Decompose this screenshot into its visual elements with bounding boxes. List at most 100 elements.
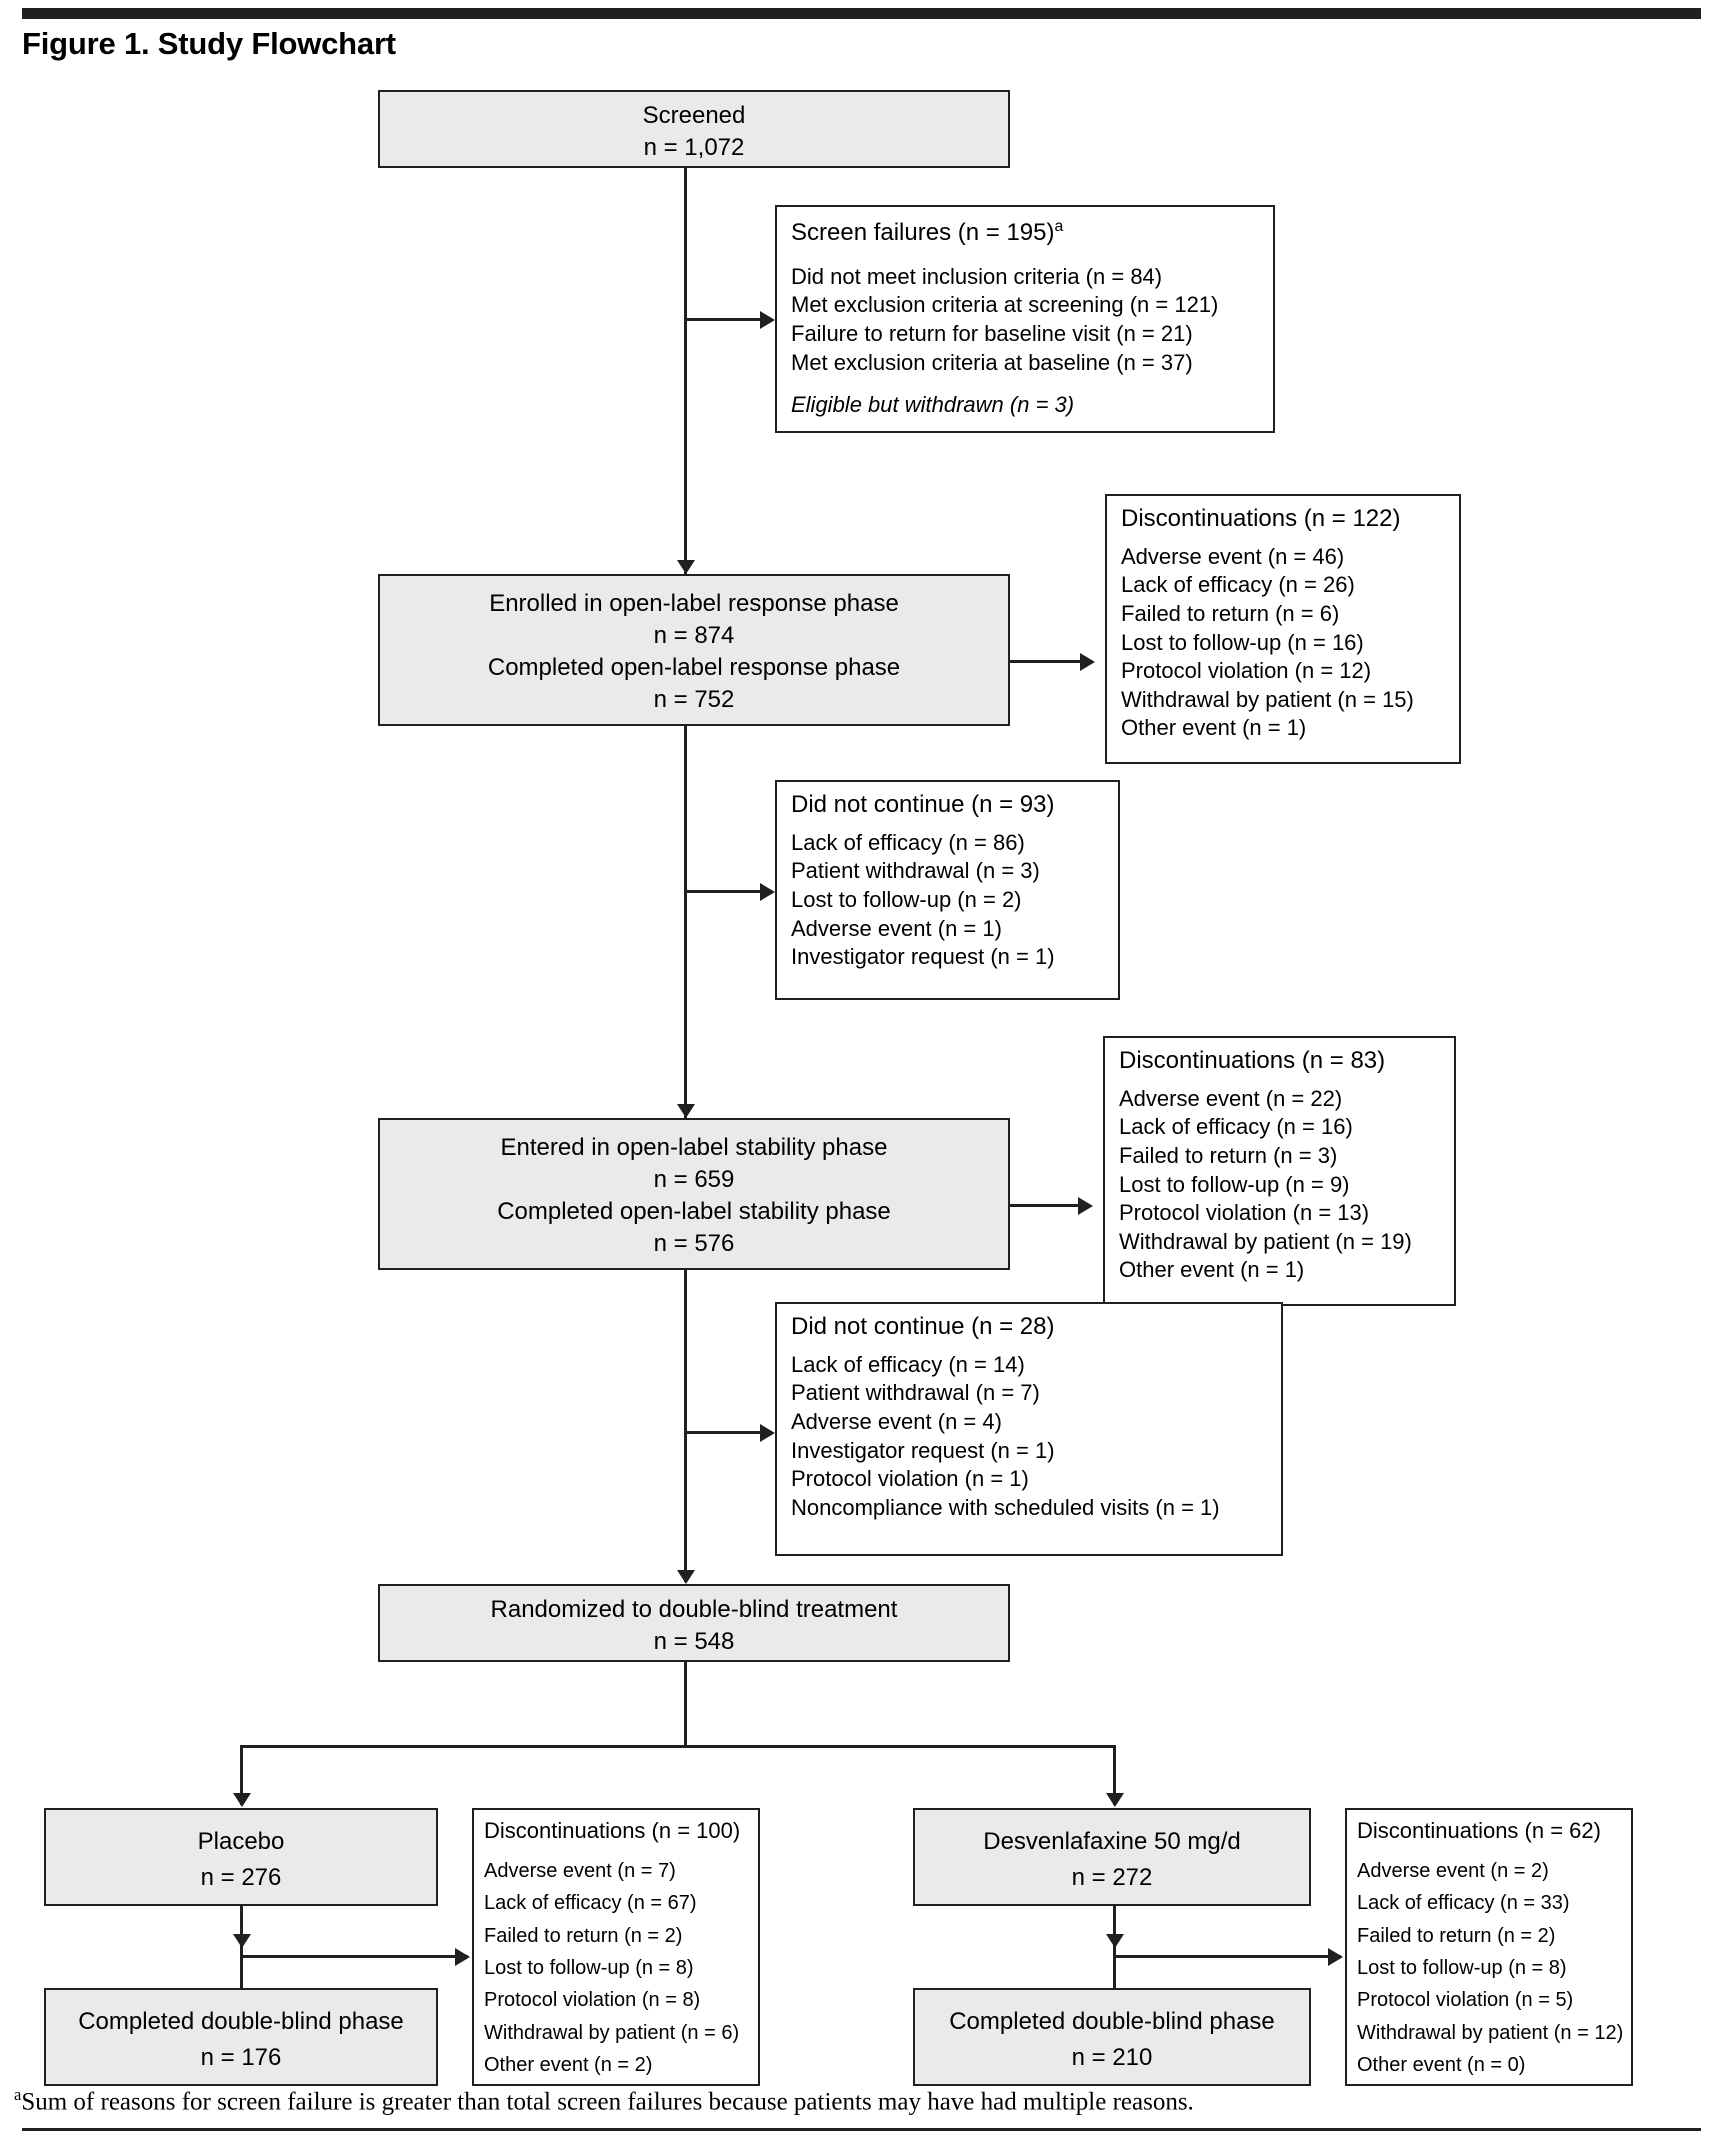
bottom-rule	[22, 2128, 1701, 2131]
list-item: Lack of efficacy (n = 26)	[1121, 572, 1355, 598]
arrow-into-stability	[677, 1104, 695, 1118]
list-item: Protocol violation (n = 1)	[791, 1466, 1029, 1492]
list-item: Did not meet inclusion criteria (n = 84)	[791, 263, 1163, 289]
enrolled-response-line3: Completed open-label response phase	[487, 654, 901, 682]
list-item: Failed to return (n = 3)	[1119, 1142, 1338, 1168]
list-item: Patient withdrawal (n = 3)	[791, 858, 1040, 884]
enrolled-response-line2: n = 874	[653, 622, 735, 650]
desvenlafaxine-disc-title: Discontinuations (n = 62)	[1357, 1818, 1601, 1843]
entered-stability-line4: n = 576	[653, 1230, 735, 1258]
node-disc-stability: Discontinuations (n = 83) Adverse event …	[1103, 1036, 1456, 1306]
arrow-into-desvenlafaxine-disc	[1328, 1948, 1343, 1966]
list-item: Failed to return (n = 2)	[1357, 1924, 1556, 1947]
screened-label: Screened	[642, 102, 746, 129]
list-item: Other event (n = 1)	[1119, 1257, 1305, 1283]
placebo-line2: n = 276	[200, 1864, 282, 1891]
randomized-line1: Randomized to double-blind treatment	[490, 1596, 898, 1623]
footnote-marker: a	[14, 2085, 22, 2104]
arrow-into-screen-failures	[760, 311, 775, 329]
node-did-not-continue-2: Did not continue (n = 28) Lack of effica…	[775, 1302, 1283, 1556]
node-disc-response: Discontinuations (n = 122) Adverse event…	[1105, 494, 1461, 764]
connector-randomized-down	[684, 1662, 687, 1748]
did-not-continue-1-title: Did not continue (n = 93)	[791, 791, 1055, 818]
list-item: Investigator request (n = 1)	[791, 944, 1055, 970]
placebo-line1: Placebo	[197, 1828, 285, 1855]
list-item: Lack of efficacy (n = 16)	[1119, 1114, 1353, 1140]
list-item: Adverse event (n = 46)	[1121, 543, 1345, 569]
list-item: Adverse event (n = 22)	[1119, 1085, 1343, 1111]
enrolled-response-line1: Enrolled in open-label response phase	[489, 590, 899, 617]
arrow-into-disc-stability	[1078, 1197, 1093, 1215]
list-item: Lost to follow-up (n = 9)	[1119, 1171, 1350, 1197]
node-screened: Screened n = 1,072	[378, 90, 1010, 168]
connector-desvenlafaxine-to-disc	[1113, 1955, 1341, 1958]
list-item: Met exclusion criteria at baseline (n = …	[791, 349, 1193, 375]
connector-to-desvenlafaxine	[1113, 1745, 1116, 1805]
list-item: Lost to follow-up (n = 16)	[1121, 629, 1364, 655]
arrow-into-desvenlafaxine-completed	[1106, 1934, 1124, 1948]
spacer	[791, 821, 1104, 829]
node-desvenlafaxine: Desvenlafaxine 50 mg/d n = 272	[913, 1808, 1311, 1906]
list-item: Other event (n = 2)	[484, 2054, 653, 2077]
list-item: Met exclusion criteria at screening (n =…	[791, 292, 1219, 318]
list-item: Protocol violation (n = 13)	[1119, 1200, 1370, 1226]
randomized-line2: n = 548	[653, 1628, 735, 1656]
footnote-text: Sum of reasons for screen failure is gre…	[21, 2088, 1194, 2116]
footnote-marker-inline: a	[1054, 218, 1064, 235]
arrow-into-randomized	[677, 1570, 695, 1584]
figure-title: Figure 1. Study Flowchart	[22, 26, 396, 61]
node-enrolled-response: Enrolled in open-label response phase n …	[378, 574, 1010, 726]
list-item: Noncompliance with scheduled visits (n =…	[791, 1494, 1220, 1520]
connector-enrolled-main	[684, 726, 687, 1118]
disc-stability-title: Discontinuations (n = 83)	[1119, 1047, 1386, 1074]
list-item: Failure to return for baseline visit (n …	[791, 320, 1193, 346]
desvenlafaxine-completed-line1: Completed double-blind phase	[949, 2008, 1275, 2035]
arrow-into-placebo-completed	[233, 1934, 251, 1948]
connector-screened-main	[684, 168, 687, 574]
connector-to-did-not-continue-1	[684, 890, 772, 893]
desvenlafaxine-line1: Desvenlafaxine 50 mg/d	[983, 1828, 1241, 1855]
list-item: Adverse event (n = 2)	[1357, 1859, 1549, 1882]
arrow-into-placebo-disc	[455, 1948, 470, 1966]
desvenlafaxine-line2: n = 272	[1071, 1864, 1153, 1891]
arrow-into-enrolled	[677, 560, 695, 574]
list-item: Failed to return (n = 2)	[484, 1924, 683, 1947]
placebo-completed-line1: Completed double-blind phase	[78, 2008, 404, 2035]
arrow-into-did-not-continue-1	[760, 883, 775, 901]
spacer	[791, 249, 1259, 263]
list-item: Other event (n = 0)	[1357, 2054, 1526, 2077]
list-item: Withdrawal by patient (n = 15)	[1121, 686, 1414, 712]
list-item: Lack of efficacy (n = 14)	[791, 1351, 1025, 1377]
arrow-into-disc-response	[1080, 653, 1095, 671]
screen-failures-italic-note: Eligible but withdrawn (n = 3)	[791, 392, 1075, 418]
disc-response-title: Discontinuations (n = 122)	[1121, 505, 1401, 532]
list-item: Lost to follow-up (n = 2)	[791, 886, 1022, 912]
list-item: Withdrawal by patient (n = 6)	[484, 2021, 740, 2044]
list-item: Investigator request (n = 1)	[791, 1437, 1055, 1463]
spacer	[791, 377, 1259, 391]
screened-count: n = 1,072	[643, 134, 745, 162]
list-item: Protocol violation (n = 5)	[1357, 1989, 1574, 2012]
placebo-completed-line2: n = 176	[200, 2044, 282, 2071]
arrow-into-did-not-continue-2	[760, 1424, 775, 1442]
list-item: Patient withdrawal (n = 7)	[791, 1380, 1040, 1406]
connector-placebo-down	[240, 1906, 243, 2046]
arrow-into-placebo	[233, 1793, 251, 1807]
entered-stability-line1: Entered in open-label stability phase	[500, 1134, 888, 1161]
list-item: Other event (n = 1)	[1121, 715, 1307, 741]
list-item: Adverse event (n = 4)	[791, 1408, 1002, 1434]
spacer	[1121, 535, 1445, 543]
list-item: Lack of efficacy (n = 86)	[791, 829, 1025, 855]
connector-desvenlafaxine-down	[1113, 1906, 1116, 2046]
node-desvenlafaxine-completed: Completed double-blind phase n = 210	[913, 1988, 1311, 2086]
list-item: Lost to follow-up (n = 8)	[484, 1956, 694, 1979]
node-desvenlafaxine-disc: Discontinuations (n = 62) Adverse event …	[1345, 1808, 1633, 2086]
list-item: Lost to follow-up (n = 8)	[1357, 1956, 1567, 1979]
connector-enrolled-to-disc	[1010, 660, 1090, 663]
connector-stability-main	[684, 1270, 687, 1582]
list-item: Lack of efficacy (n = 67)	[484, 1892, 697, 1915]
screen-failures-title-text: Screen failures (n = 195)	[791, 219, 1055, 246]
list-item: Protocol violation (n = 8)	[484, 1989, 701, 2012]
did-not-continue-2-title: Did not continue (n = 28)	[791, 1313, 1055, 1340]
node-did-not-continue-1: Did not continue (n = 93) Lack of effica…	[775, 780, 1120, 1000]
